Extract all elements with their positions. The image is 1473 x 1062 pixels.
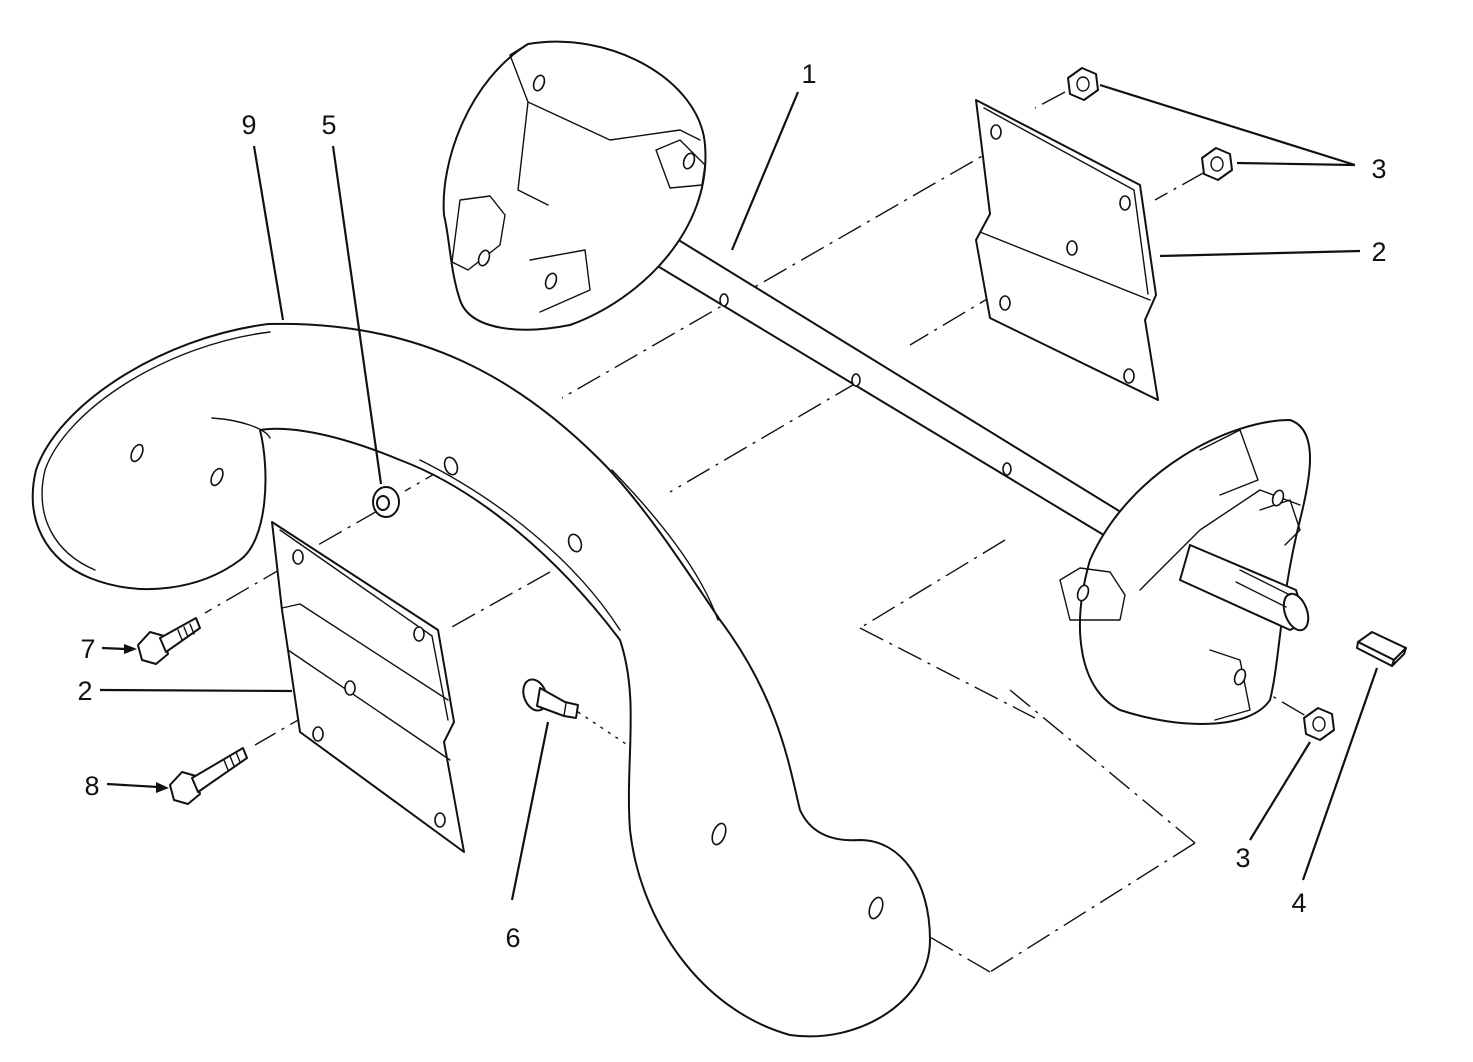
- short-bolt: [137, 617, 201, 665]
- callout-leader-lines: [99, 83, 1379, 901]
- callout-2-left: 2: [77, 676, 92, 706]
- hex-nut-middle: [1201, 147, 1233, 181]
- callout-7: 7: [80, 634, 95, 664]
- callout-3-lower: 3: [1235, 843, 1250, 873]
- hex-nut-top: [1067, 67, 1099, 101]
- callout-5: 5: [321, 110, 336, 140]
- left-hub-impeller: [442, 40, 707, 331]
- hex-nut-bottom: [1303, 707, 1335, 741]
- paddle-plate-left: [271, 521, 465, 853]
- shaft-key: [1356, 631, 1407, 667]
- callout-labels: 1 9 5 3 2 7 2 8 6 3 4: [77, 59, 1386, 953]
- callout-8: 8: [84, 771, 99, 801]
- paddle-plate-right: [975, 99, 1159, 401]
- auger-flighting: [31, 322, 931, 1038]
- callout-6: 6: [505, 923, 520, 953]
- bushing: [372, 486, 400, 518]
- callout-1: 1: [801, 59, 816, 89]
- shoulder-bolt: [522, 678, 579, 719]
- callout-2-right: 2: [1371, 237, 1386, 267]
- callout-4: 4: [1291, 888, 1306, 918]
- callout-3-upper: 3: [1371, 154, 1386, 184]
- right-hub-impeller: [1059, 419, 1311, 725]
- long-bolt: [169, 747, 248, 805]
- callout-9: 9: [241, 110, 256, 140]
